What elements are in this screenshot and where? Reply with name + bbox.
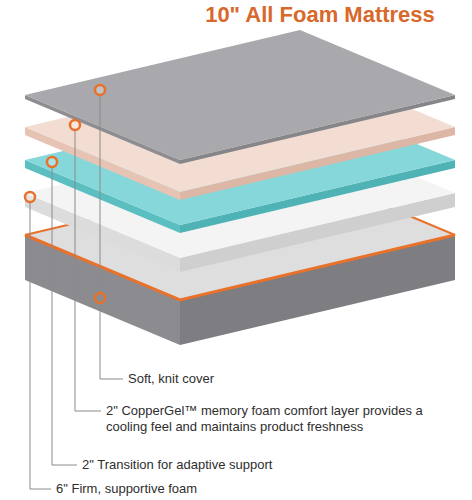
callout-label: 2" Transition for adaptive support	[82, 457, 466, 473]
callout-label: Soft, knit cover	[128, 371, 466, 387]
logo-ring	[95, 293, 105, 303]
callout-ring	[47, 157, 57, 167]
title: 10" All Foam Mattress	[205, 2, 435, 28]
leader-line	[30, 202, 51, 489]
callout-label: 2" CopperGel™ memory foam comfort layer …	[106, 403, 466, 435]
knit-cover	[25, 30, 455, 160]
callout-ring	[70, 120, 80, 130]
leader-line	[52, 167, 77, 465]
leader-line	[75, 130, 101, 411]
callout-label: 6" Firm, supportive foam	[56, 481, 466, 497]
callout-ring	[25, 192, 35, 202]
callout-ring	[95, 85, 105, 95]
leader-line	[100, 95, 123, 379]
